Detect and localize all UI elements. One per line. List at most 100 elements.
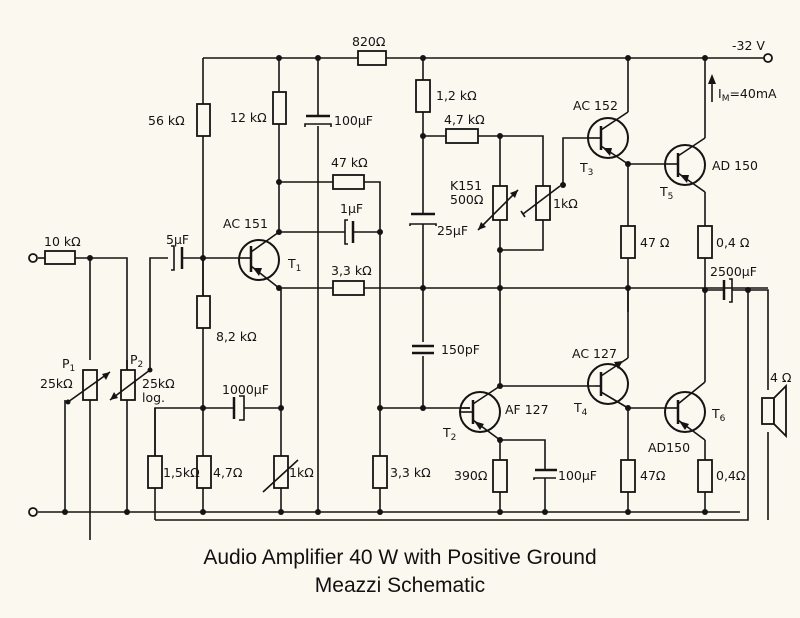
label-c-150p: 150pF <box>441 342 480 357</box>
resistor-3k3-feedback <box>332 280 365 296</box>
label-r-3k3-fb: 3,3 kΩ <box>331 263 372 278</box>
label-t1-type: AC 151 <box>223 216 268 231</box>
label-t5-type: AD 150 <box>712 158 758 173</box>
label-k151-value: 500Ω <box>450 192 484 207</box>
pot-p2 <box>120 369 136 401</box>
input-terminal <box>28 253 38 263</box>
label-r-820: 820Ω <box>352 34 386 49</box>
transistor-t5 <box>664 137 706 193</box>
resistor-3k3 <box>372 455 388 489</box>
junctions <box>62 55 751 515</box>
resistor-820 <box>357 50 387 66</box>
amplifier-schematic: 820Ω -32 V IM=40mA 56 kΩ 12 kΩ 100µF 47 … <box>28 34 792 540</box>
label-t5-ref: T5 <box>659 184 673 202</box>
label-r-47-top: 47 Ω <box>640 235 670 250</box>
label-p2-value: 25kΩ <box>142 376 175 391</box>
resistor-0r4-bottom <box>697 459 713 493</box>
label-r-1k-trim: 1kΩ <box>289 465 314 480</box>
labels: 820Ω -32 V IM=40mA 56 kΩ 12 kΩ 100µF 47 … <box>40 34 792 483</box>
label-r-1k2: 1,2 kΩ <box>436 88 477 103</box>
label-t2-ref: T2 <box>442 425 456 443</box>
resistor-8k2 <box>196 295 211 329</box>
capacitor-1000uF <box>232 395 245 421</box>
label-c-1000u: 1000µF <box>222 382 269 397</box>
label-p2-taper: log. <box>142 390 165 405</box>
capacitor-100uF-bottom <box>533 468 557 480</box>
label-t6-ref: T6 <box>711 406 726 424</box>
capacitor-25uF <box>409 212 437 226</box>
label-r-1k5: 1,5kΩ <box>163 465 200 480</box>
resistor-47k <box>332 174 365 190</box>
resistor-4k7 <box>445 128 479 144</box>
terminals <box>28 53 773 517</box>
label-c-2500u: 2500µF <box>710 264 757 279</box>
label-t2-type: AF 127 <box>505 402 549 417</box>
capacitor-150pF <box>412 344 434 355</box>
schematic-title: Audio Amplifier 40 W with Positive Groun… <box>203 546 597 569</box>
label-t4-type: AC 127 <box>572 346 617 361</box>
wires <box>38 57 769 540</box>
resistors <box>44 50 713 493</box>
transistor-t3 <box>587 111 629 165</box>
label-r-390: 390Ω <box>454 468 488 483</box>
resistor-47-top <box>620 225 636 259</box>
label-r-8k2: 8,2 kΩ <box>216 329 257 344</box>
label-r-4k7: 4,7 kΩ <box>444 112 485 127</box>
label-t3-ref: T3 <box>579 160 593 178</box>
label-c-25u: 25µF <box>437 223 468 238</box>
transistor-t1 <box>238 231 280 289</box>
label-r-10k: 10 kΩ <box>44 234 81 249</box>
label-p1-value: 25kΩ <box>40 376 73 391</box>
label-r-47k: 47 kΩ <box>331 155 368 170</box>
label-p1: P1 <box>62 356 75 374</box>
schematic-subtitle: Meazzi Schematic <box>314 574 486 597</box>
label-supply: -32 V <box>732 38 765 53</box>
label-current: IM=40mA <box>718 86 777 104</box>
resistor-10k <box>44 250 76 265</box>
label-r-4r7: 4,7Ω <box>213 465 243 480</box>
label-p2: P2 <box>130 352 143 370</box>
transistor-t2 <box>459 385 501 441</box>
label-t4-ref: T4 <box>573 400 588 418</box>
capacitor-1uF <box>344 219 355 245</box>
label-k151: K151 <box>450 178 482 193</box>
capacitor-100uF-top <box>304 114 332 127</box>
resistor-1k-bias <box>535 185 551 221</box>
transistor-t6 <box>664 360 706 441</box>
resistor-4r7 <box>196 455 212 489</box>
resistor-56k <box>196 103 211 137</box>
resistor-0r4-top <box>697 225 713 259</box>
capacitors <box>171 114 733 480</box>
label-c-100u-bottom: 100µF <box>558 468 597 483</box>
ground-terminal <box>28 507 38 517</box>
label-r-56k: 56 kΩ <box>148 113 185 128</box>
label-speaker: 4 Ω <box>770 370 792 385</box>
pot-p1 <box>82 369 98 401</box>
label-r-12k: 12 kΩ <box>230 110 267 125</box>
label-r-04-bottom: 0,4Ω <box>716 468 746 483</box>
label-r-1k-bias: 1kΩ <box>553 196 578 211</box>
capacitor-5uF <box>171 245 184 271</box>
label-c-100u-top: 100µF <box>334 113 373 128</box>
label-c-5u: 5µF <box>166 232 189 247</box>
label-r-3k3: 3,3 kΩ <box>390 465 431 480</box>
label-c-1u: 1µF <box>340 201 363 216</box>
label-t1-ref: T1 <box>287 256 301 274</box>
capacitor-2500uF <box>722 278 733 303</box>
transistors <box>238 111 706 441</box>
resistor-1k5 <box>147 455 163 489</box>
resistor-12k <box>272 91 287 125</box>
potentiometers <box>65 367 153 405</box>
resistor-47-bottom <box>620 459 636 493</box>
resistor-1k-trim <box>273 455 289 489</box>
speaker-icon <box>761 383 787 439</box>
current-arrow-icon <box>708 74 716 102</box>
label-t3-type: AC 152 <box>573 98 618 113</box>
transistor-t4 <box>587 343 629 409</box>
label-r-04-top: 0,4 Ω <box>716 235 750 250</box>
label-r-47-bottom: 47Ω <box>640 468 666 483</box>
resistor-390 <box>492 459 508 493</box>
resistor-1k2 <box>415 79 431 113</box>
label-t6-type: AD150 <box>648 440 690 455</box>
supply-terminal <box>763 53 773 63</box>
